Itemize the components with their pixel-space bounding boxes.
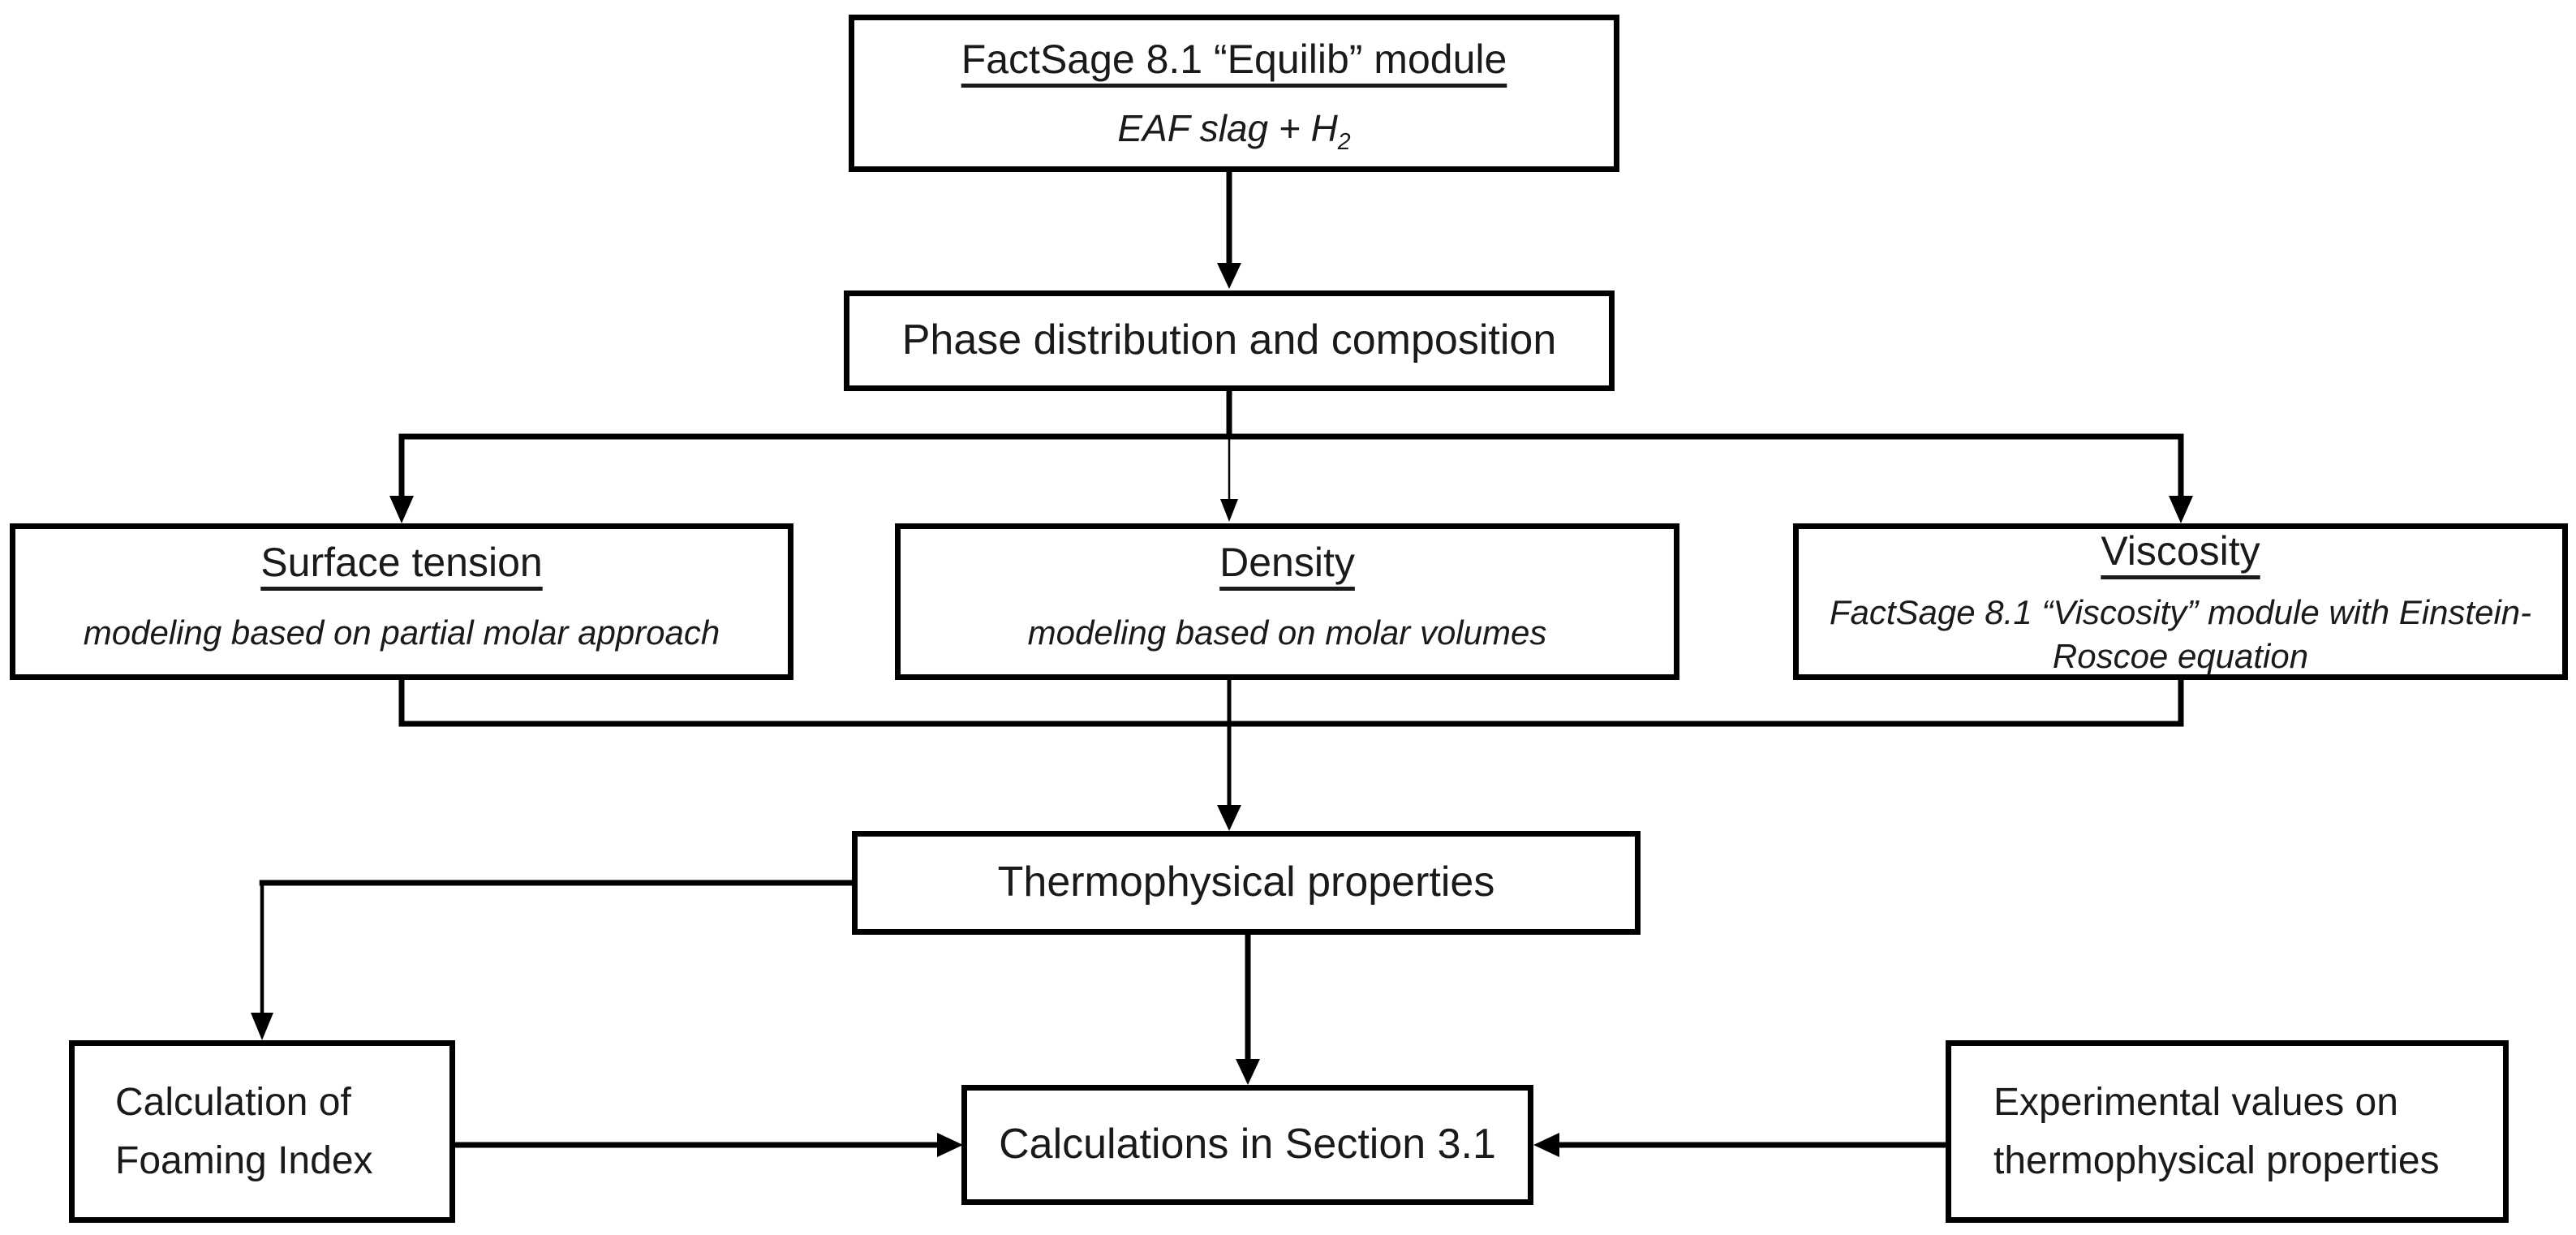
arrowhead-into-calculations-right xyxy=(1533,1133,1559,1157)
arrowhead-into-foaming xyxy=(251,1013,273,1040)
surface-tension-note: modeling based on partial molar approach xyxy=(83,613,720,652)
box-equilib-module: FactSage 8.1 “Equilib” module EAF slag +… xyxy=(849,15,1619,172)
box-experimental-values: Experimental values on thermophysical pr… xyxy=(1946,1040,2509,1223)
arrowhead-into-viscosity xyxy=(2169,496,2193,523)
viscosity-note: FactSage 8.1 “Viscosity” module with Ein… xyxy=(1829,593,2532,675)
equilib-subtitle-text: EAF slag + H xyxy=(1117,106,1338,149)
box-calculations-section: Calculations in Section 3.1 xyxy=(961,1085,1533,1205)
thermophysical-properties-label: Thermophysical properties xyxy=(997,858,1495,906)
equilib-module-title: FactSage 8.1 “Equilib” module xyxy=(961,37,1507,83)
box-surface-tension: Surface tension modeling based on partia… xyxy=(10,523,793,680)
viscosity-title: Viscosity xyxy=(2101,527,2260,574)
hydrogen-subscript: 2 xyxy=(1337,129,1351,155)
arrowhead-into-surface-tension xyxy=(389,496,414,523)
phase-distribution-label: Phase distribution and composition xyxy=(901,316,1557,364)
box-foaming-index: Calculation of Foaming Index xyxy=(69,1040,455,1223)
arrowhead-into-density xyxy=(1220,499,1238,522)
equilib-module-subtitle: EAF slag + H2 xyxy=(1117,105,1350,153)
density-note: modeling based on molar volumes xyxy=(1027,613,1547,652)
calculations-section-label: Calculations in Section 3.1 xyxy=(999,1121,1496,1168)
arrowhead-into-phase xyxy=(1217,263,1241,289)
arrowhead-into-thermophysical xyxy=(1217,805,1241,831)
density-title: Density xyxy=(1219,540,1355,586)
foaming-index-label: Calculation of Foaming Index xyxy=(115,1081,373,1182)
box-density: Density modeling based on molar volumes xyxy=(895,523,1679,680)
box-thermophysical-properties: Thermophysical properties xyxy=(852,831,1641,935)
box-phase-distribution: Phase distribution and composition xyxy=(844,290,1615,391)
experimental-values-label: Experimental values on thermophysical pr… xyxy=(1993,1081,2440,1182)
surface-tension-title: Surface tension xyxy=(260,540,543,586)
arrowhead-into-calculations-top xyxy=(1236,1059,1260,1085)
box-viscosity: Viscosity FactSage 8.1 “Viscosity” modul… xyxy=(1793,523,2568,680)
arrowhead-into-calculations-left xyxy=(937,1133,963,1157)
